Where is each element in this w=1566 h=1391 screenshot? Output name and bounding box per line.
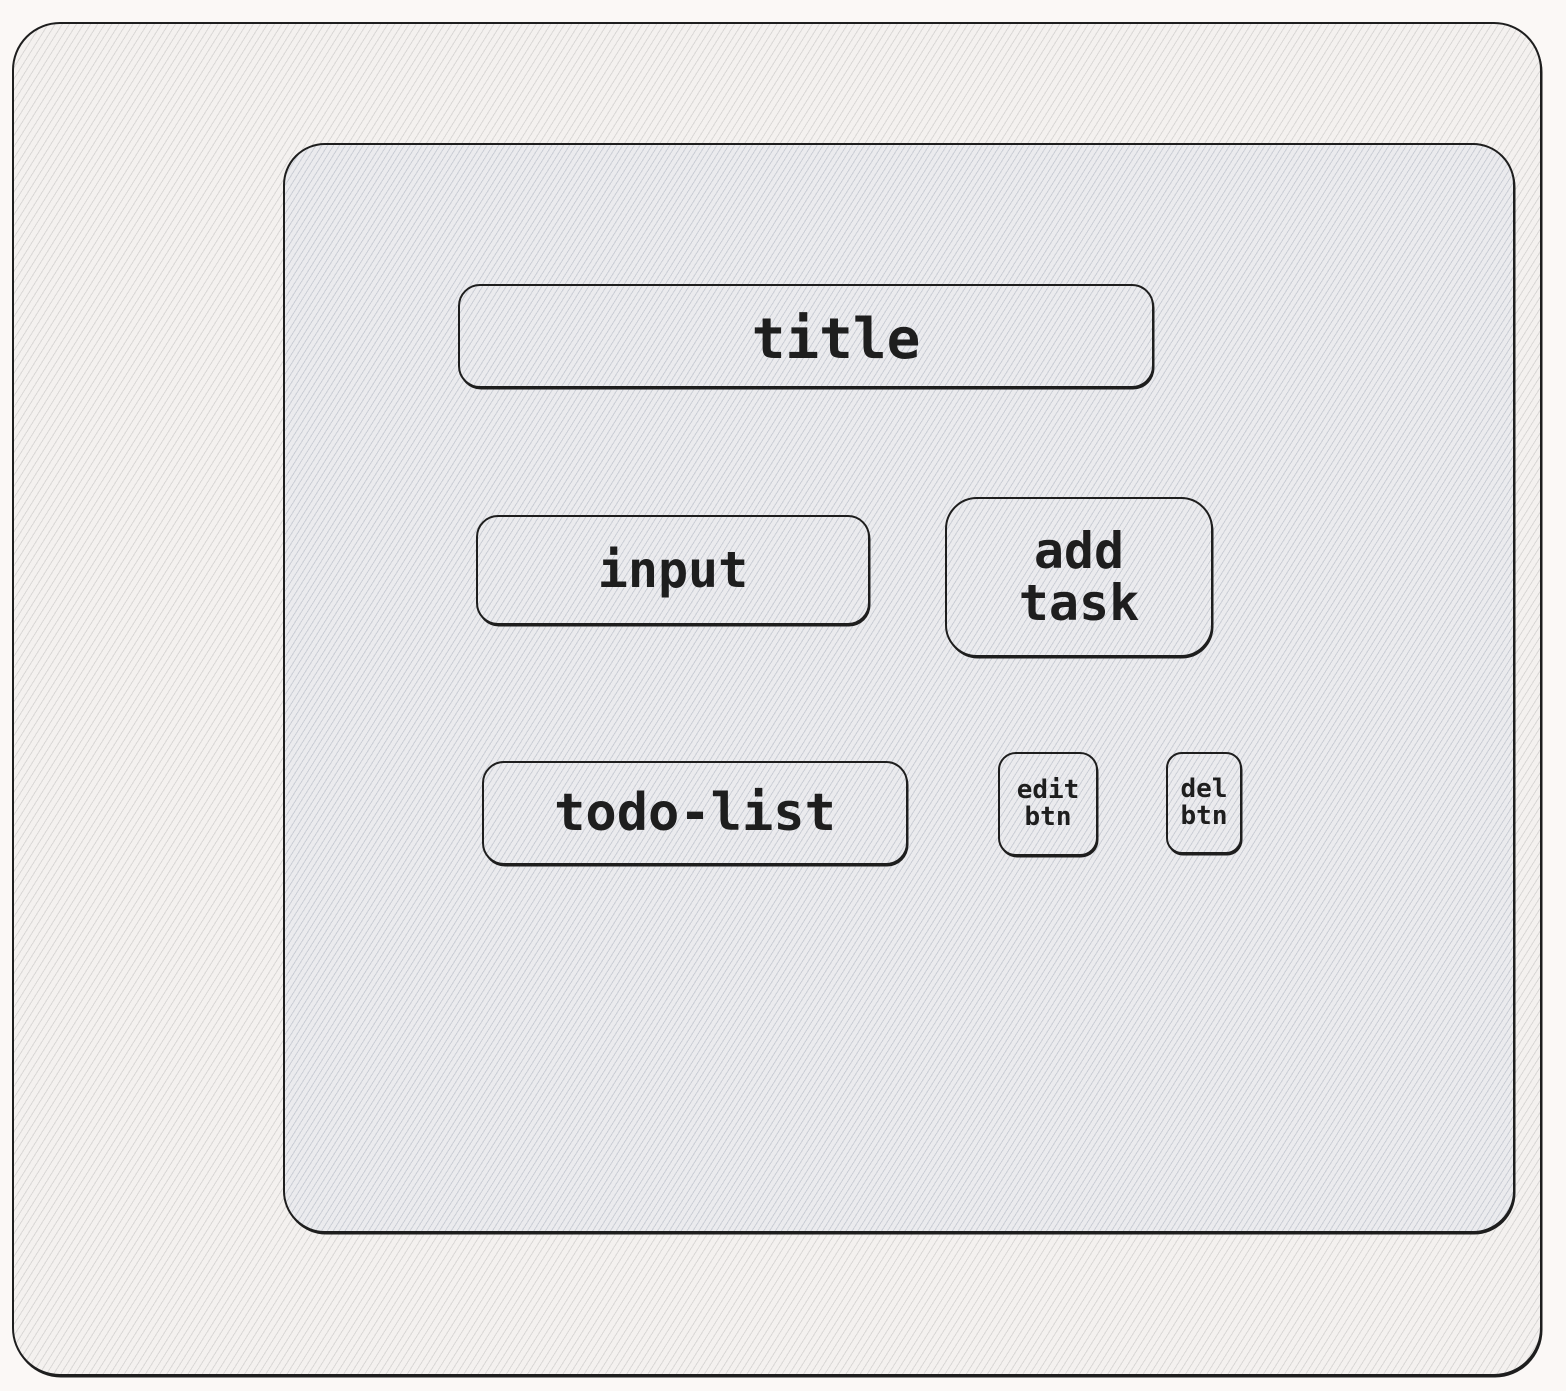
- todo-list-box-label: todo-list: [554, 782, 836, 843]
- title-box-label: title: [751, 306, 921, 372]
- add-task-box: add task: [945, 497, 1213, 657]
- edit-btn-box: edit btn: [998, 752, 1098, 856]
- input-box-label: input: [597, 540, 749, 599]
- add-task-box-label: add task: [1018, 521, 1140, 632]
- title-box: title: [458, 284, 1154, 388]
- edit-btn-box-label: edit btn: [1016, 774, 1080, 832]
- todo-list-box: todo-list: [482, 761, 908, 865]
- del-btn-box: del btn: [1166, 752, 1242, 854]
- input-box: input: [476, 515, 870, 625]
- del-btn-box-label: del btn: [1180, 773, 1228, 831]
